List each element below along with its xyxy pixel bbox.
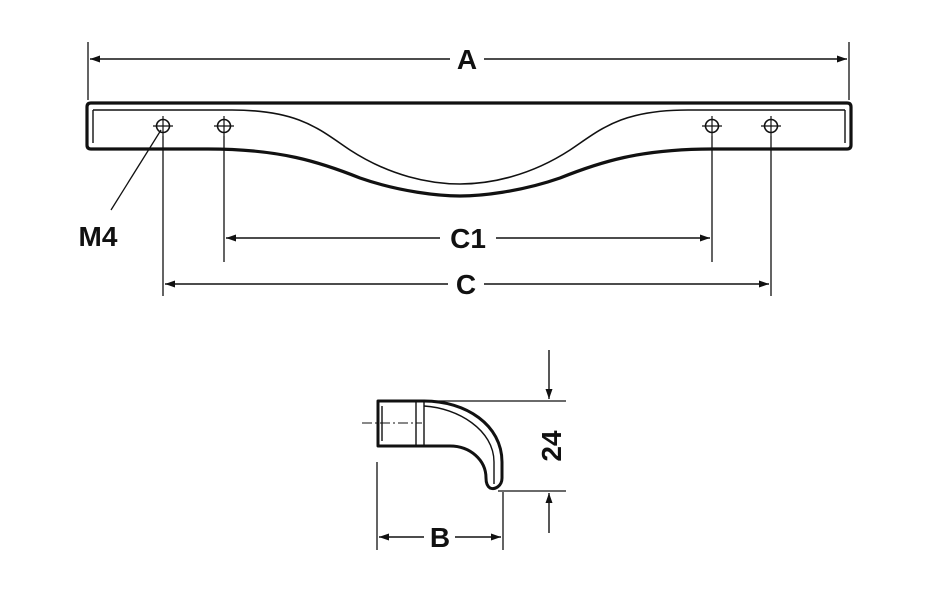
handle-side-profile — [362, 399, 504, 490]
label-c: C — [456, 269, 476, 300]
label-24: 24 — [536, 430, 567, 462]
hole-outer-right — [761, 116, 781, 136]
hole-inner-right — [702, 116, 722, 136]
dimension-c: C — [162, 136, 772, 300]
dimension-a: A — [87, 42, 850, 100]
hole-inner-left — [214, 116, 234, 136]
handle-front-view — [85, 101, 853, 198]
dimension-b: B — [376, 462, 504, 553]
mounting-holes — [153, 116, 781, 136]
dimension-24: 24 — [424, 350, 567, 533]
dimension-c1: C1 — [223, 136, 713, 262]
thread-callout: M4 — [79, 129, 162, 252]
label-c1: C1 — [450, 223, 486, 254]
label-b: B — [430, 522, 450, 553]
label-a: A — [457, 44, 477, 75]
hole-outer-left — [153, 116, 173, 136]
label-m4: M4 — [79, 221, 118, 252]
